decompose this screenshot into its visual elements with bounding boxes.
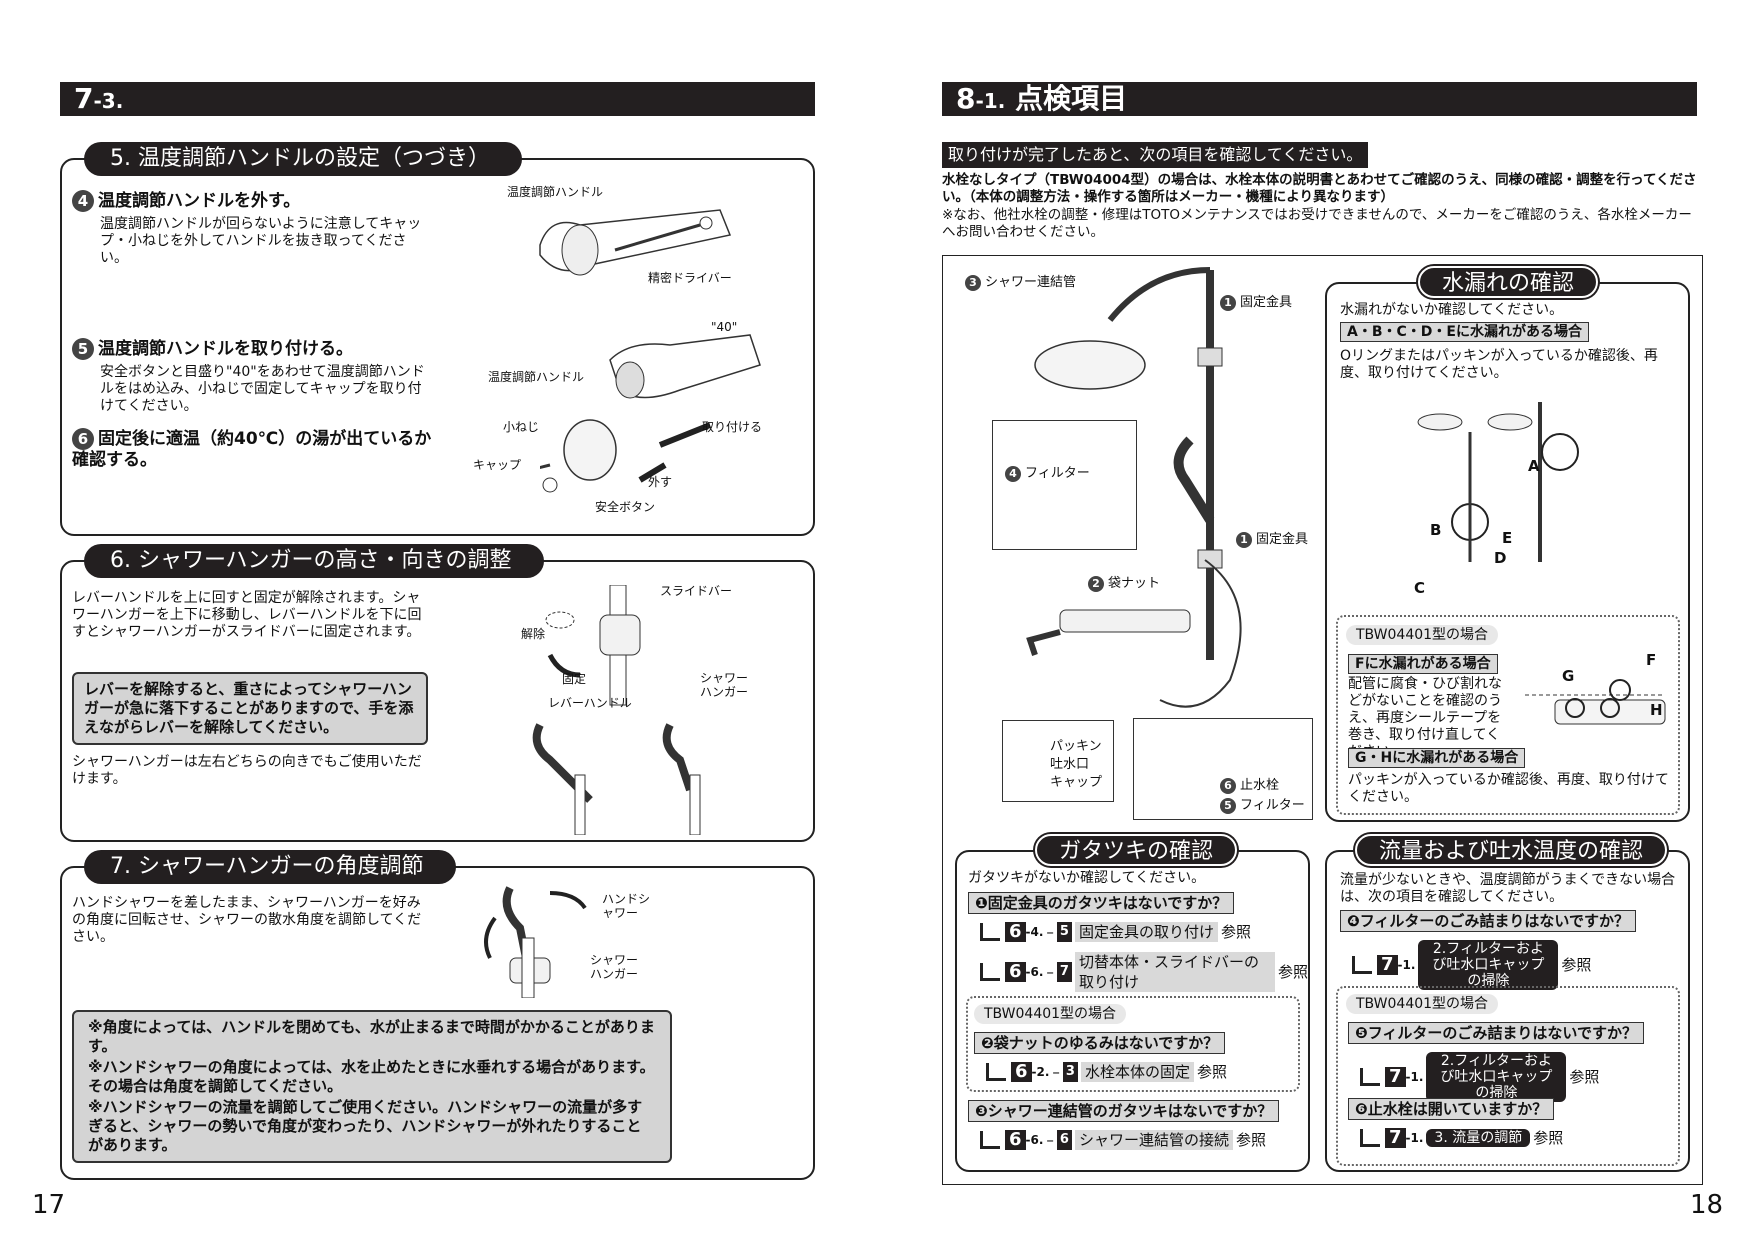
label-cap: キャップ: [473, 458, 522, 472]
label-spout: 吐水口: [1050, 757, 1090, 772]
leak-check-title: 水漏れの確認: [1418, 266, 1599, 298]
flow-check-title: 流量および吐水温度の確認: [1355, 834, 1668, 866]
leak-bar-3: G・Hに水漏れがある場合: [1348, 748, 1526, 768]
page-number-left: 17: [32, 1190, 66, 1220]
rattle-q1: ❶固定金具のガタツキはないですか？: [968, 892, 1235, 914]
rattle-tbw-box: [966, 996, 1300, 1092]
section-6-body: レバーハンドルを上に回すと固定が解除されます。シャワーハンガーを上下に移動し、レ…: [72, 590, 422, 640]
intro-bold: 水栓なしタイプ（TBW04004型）の場合は、水栓本体の説明書とあわせてご確認の…: [942, 172, 1697, 205]
note-3: ※ハンドシャワーの流量を調節してご使用ください。ハンドシャワーの流量が多すぎると…: [88, 1098, 643, 1154]
flow-line-1: 流量が少ないときや、温度調節がうまくできない場合は、次の項目を確認してください。: [1340, 872, 1676, 905]
flow-tbw-box: [1336, 986, 1680, 1166]
hanger-angle-illustration: [484, 886, 587, 998]
packing-detail-box: [1002, 720, 1114, 802]
step-4-body: 温度調節ハンドルが回らないように注意してキャップ・小ねじを外してハンドルを抜き取…: [100, 216, 422, 266]
leak-tbw-box: [1336, 615, 1680, 815]
letter-a: A: [1528, 457, 1540, 475]
letter-e: E: [1502, 529, 1513, 547]
handle-attach-illustration: [540, 334, 761, 493]
valve-detail-box: [1133, 718, 1313, 820]
flow-q2: ❺フィルターのごみ詰まりはないですか？: [1348, 1022, 1644, 1044]
inspection-frame: [942, 255, 1703, 1185]
label-fix: 固定: [562, 672, 587, 686]
label-lever-handle: レバーハンドル: [548, 696, 632, 710]
label-handle-1: 温度調節ハンドル: [507, 185, 604, 199]
leak-bar-1: A・B・C・D・Eに水漏れがある場合: [1340, 322, 1589, 342]
leak-letters-diagram: [1417, 402, 1579, 562]
section-7-title: 7. シャワーハンガーの角度調節: [84, 850, 456, 884]
label-small-screw: 小ねじ: [503, 420, 540, 434]
flow-q1: ❹フィルターのごみ詰まりはないですか？: [1340, 910, 1636, 932]
rattle-tbw-tag: TBW04401型の場合: [974, 1004, 1127, 1024]
section-7-body: ハンドシャワーを差したまま、シャワーハンガーを好みの角度に回転させ、シャワーの散…: [72, 895, 422, 945]
label-driver: 精密ドライバー: [648, 271, 732, 285]
leak-text-3: パッキンが入っているか確認後、再度、取り付けてください。: [1348, 772, 1669, 805]
flow-q3: ❻止水栓は開いていますか？: [1348, 1098, 1555, 1120]
letter-b: B: [1430, 521, 1442, 539]
note-1: ※角度によっては、ハンドルを閉めても、水が止まるまで時間がかかることがあります。: [88, 1018, 655, 1055]
leak-bar-2: Fに水漏れがある場合: [1348, 654, 1498, 674]
handle-removal-illustration: [539, 209, 732, 276]
hanger-height-illustration: [532, 585, 701, 835]
rattle-q2: ❷袋ナットのゆるみはないですか？: [974, 1032, 1226, 1054]
leak-text-1: Oリングまたはパッキンが入っているか確認後、再度、取り付けてください。: [1340, 348, 1658, 381]
section-6-title: 6. シャワーハンガーの高さ・向きの調整: [84, 544, 544, 578]
label-attach: 取り付ける: [702, 420, 763, 434]
section-6-note: シャワーハンガーは左右どちらの向きでもご使用いただけます。: [72, 754, 422, 787]
section-6-warning: レバーを解除すると、重さによってシャワーハンガーが急に落下することがありますので…: [72, 672, 428, 745]
label-packing: パッキン: [1050, 739, 1102, 754]
letter-d: D: [1494, 549, 1507, 567]
letter-c: C: [1414, 579, 1426, 597]
flow-ref-1: 7-1.2.フィルターおよび吐水口キャップの掃除参照: [1352, 940, 1591, 990]
label-hanger: シャワーハンガー: [700, 671, 749, 699]
rattle-q3: ❸シャワー連結管のガタツキはないですか？: [968, 1100, 1280, 1122]
label-hand-shower: ハンドシャワー: [602, 892, 651, 920]
check-banner: 取り付けが完了したあと、次の項目を確認してください。: [942, 142, 1369, 168]
label-cap-right: キャップ: [1050, 775, 1103, 790]
leak-tbw-tag: TBW04401型の場合: [1346, 625, 1499, 645]
label-slide-bar: スライドバー: [660, 584, 733, 598]
label-release: 解除: [521, 627, 546, 641]
leak-line-1: 水漏れがないか確認してください。: [1340, 302, 1564, 318]
valve-fgh-diagram: [1525, 679, 1666, 725]
section-5-title: 5. 温度調節ハンドルの設定（つづき）: [84, 142, 522, 176]
page-number-right: 18: [1690, 1190, 1724, 1220]
flow-tbw-tag: TBW04401型の場合: [1346, 994, 1499, 1014]
flow-ref-2: 7-1.2.フィルターおよび吐水口キャップの掃除参照: [1360, 1052, 1599, 1102]
rattle-check-title: ガタツキの確認: [1035, 834, 1238, 866]
rattle-line-1: ガタツキがないか確認してください。: [968, 870, 1206, 886]
note-2: ※ハンドシャワーの角度によっては、水を止めたときに水垂れする場合があります。その…: [88, 1058, 655, 1095]
label-40: "40": [711, 320, 738, 334]
letter-h: H: [1650, 701, 1663, 719]
label-shower-hanger: シャワーハンガー: [590, 953, 639, 981]
page-header-left: 7-3.: [60, 82, 815, 116]
letter-f: F: [1646, 651, 1657, 669]
intro-note: ※なお、他社水栓の調整・修理はTOTOメンテナンスではお受けできませんので、メー…: [942, 207, 1692, 240]
step-5-body: 安全ボタンと目盛り"40"をあわせて温度調節ハンドルをはめ込み、小ねじで固定して…: [100, 364, 425, 414]
page-header-right: 8-1. 点検項目: [942, 82, 1697, 116]
section-7-notes: ※角度によっては、ハンドルを閉めても、水が止まるまで時間がかかることがあります。…: [72, 1010, 672, 1163]
letter-g: G: [1562, 667, 1575, 685]
shower-system-diagram: [1026, 267, 1242, 708]
flow-ref-3: 7-1.3. 流量の調節参照: [1360, 1128, 1563, 1148]
label-safety-button: 安全ボタン: [595, 500, 656, 514]
filter-detail-box: [992, 420, 1137, 550]
label-handle-2: 温度調節ハンドル: [488, 370, 585, 384]
label-remove: 外す: [648, 475, 673, 489]
